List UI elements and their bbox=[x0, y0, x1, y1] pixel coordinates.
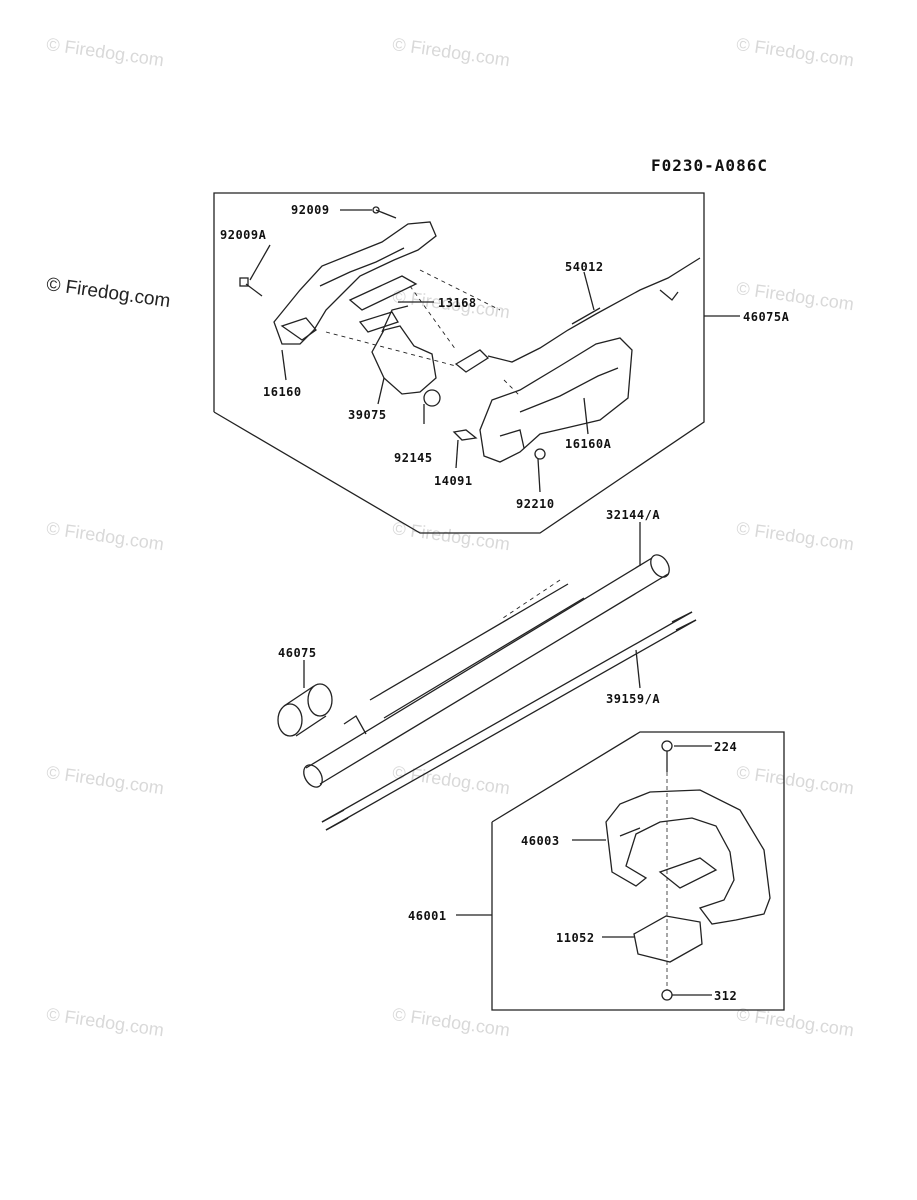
part-label-46001: 46001 bbox=[408, 909, 447, 923]
part-label-16160: 16160 bbox=[263, 385, 302, 399]
part-label-312: 312 bbox=[714, 989, 738, 1003]
part-label-92009A: 92009A bbox=[220, 228, 267, 242]
part-label-39159A: 39159/A bbox=[606, 692, 661, 706]
handle-housing-16160 bbox=[273, 221, 437, 345]
throttle-trigger-39075 bbox=[371, 305, 437, 395]
part-label-14091: 14091 bbox=[434, 474, 473, 488]
part-label-92210: 92210 bbox=[516, 497, 555, 511]
part-label-11052: 11052 bbox=[556, 931, 595, 945]
liner-sleeve bbox=[343, 583, 585, 735]
bolt-224 bbox=[661, 740, 673, 772]
stop-switch-cable-54012 bbox=[454, 257, 701, 373]
bolt-92009A bbox=[239, 277, 263, 297]
part-13168 bbox=[358, 311, 399, 333]
assembly-frame-46001 bbox=[491, 731, 785, 1011]
part-label-54012: 54012 bbox=[565, 260, 604, 274]
part-label-46075A: 46075A bbox=[743, 310, 790, 324]
nut-312 bbox=[661, 989, 673, 1001]
nut-92210 bbox=[534, 448, 546, 460]
handle-housing-16160A bbox=[479, 337, 633, 463]
plate-14091 bbox=[452, 429, 478, 441]
part-label-92145: 92145 bbox=[394, 451, 433, 465]
loop-handle-46003 bbox=[605, 789, 771, 925]
spring-92145 bbox=[423, 389, 441, 407]
bolt-92009 bbox=[372, 206, 397, 219]
assembly-frame-46075A bbox=[213, 192, 705, 534]
part-label-92009: 92009 bbox=[291, 203, 330, 217]
part-label-13168: 13168 bbox=[438, 296, 477, 310]
collar-46075 bbox=[277, 683, 333, 737]
drive-shaft-39159A bbox=[321, 611, 697, 831]
part-label-32144A: 32144/A bbox=[606, 508, 661, 522]
outer-pipe-32144A bbox=[303, 554, 670, 788]
part-label-46003: 46003 bbox=[521, 834, 560, 848]
part-label-16160A: 16160A bbox=[565, 437, 612, 451]
part-label-224: 224 bbox=[714, 740, 738, 754]
diagram-code: F0230-A086C bbox=[651, 156, 768, 175]
part-label-46075: 46075 bbox=[278, 646, 317, 660]
clamp-11052 bbox=[633, 915, 703, 963]
part-label-39075: 39075 bbox=[348, 408, 387, 422]
